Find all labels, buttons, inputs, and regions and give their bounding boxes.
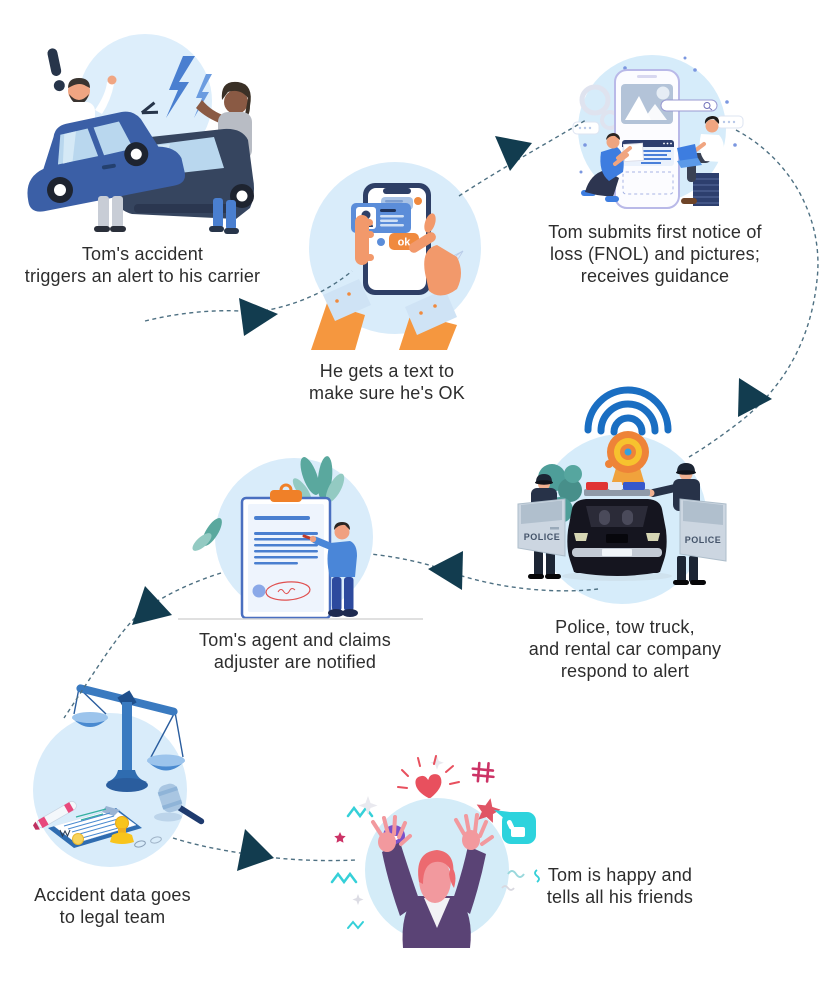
caption-line: Police, tow truck, [555,617,695,637]
ok-button-label: ok [398,237,412,249]
signature-oval [265,581,311,601]
legal-illustration [32,684,205,867]
caption-line: to legal team [59,907,166,927]
police-door-right-label: POLICE [685,535,722,545]
paperclips [134,836,162,848]
right-hand [408,213,461,296]
police-door-left-label: POLICE [524,532,561,542]
accident-illustration [27,34,254,234]
signature-mark [59,829,71,838]
sparkle-icon [358,796,378,815]
wifi-icon [584,386,672,436]
happy-illustration [330,755,540,948]
caption-line: make sure he's OK [309,383,465,403]
zigzag-icon [347,920,364,930]
agent-man [302,522,358,617]
text-check-illustration: ok [309,162,481,350]
clipboard-document [240,483,332,620]
seal-icon [72,833,84,845]
claim-form-card [622,140,674,166]
arrowhead-icon [495,136,532,171]
driver-right-legs [209,198,239,234]
caption-line: Tom is happy and [547,865,693,885]
caption-accident: Tom's accident triggers an alert to his … [5,243,280,287]
seal-dot [252,584,266,598]
left-hand [355,215,374,265]
caption-line: respond to alert [560,661,690,681]
arrowhead-icon [239,298,278,336]
arrowhead-icon [738,378,772,417]
left-hand [371,815,412,852]
caption-legal: Accident data goes to legal team [0,884,225,928]
arrowhead-icon [132,586,172,625]
pen-icon [32,800,77,830]
wave-icon [507,870,525,878]
caption-text-check: He gets a text to make sure he's OK [287,360,487,404]
kneeling-man [581,133,632,202]
caption-line: receives guidance [580,266,730,286]
police-door-right: POLICE [679,498,727,562]
caption-fnol: Tom submits first notice of loss (FNOL) … [530,221,780,287]
thumbs-up-bubble-icon [494,810,536,844]
caption-line: Accident data goes [34,885,191,905]
ok-button: ok [377,233,419,250]
caption-line: triggers an alert to his carrier [24,266,261,286]
caption-line: He gets a text to [319,361,455,381]
heart-burst-icon [397,755,460,799]
phone-mockup [614,69,680,209]
responders-illustration: POLICE POLICE [517,386,727,604]
fnol-illustration [572,55,744,209]
stamp-icon [110,816,134,844]
right-arm [399,289,457,350]
caption-line: loss (FNOL) and pictures; [549,244,761,264]
hash-icon [471,761,495,783]
caption-line: tells all his friends [546,887,694,907]
leaves-decoration [192,456,345,551]
caption-line: Tom's agent and claims [199,630,391,650]
gray-squiggle [501,885,515,891]
caption-line: adjuster are notified [213,652,377,672]
caption-responders: Police, tow truck, and rental car compan… [505,616,745,682]
exclamation-icon [47,48,65,92]
caption-happy: Tom is happy and tells all his friends [535,864,705,908]
right-hand [454,813,494,850]
sparkle-icon [352,894,364,905]
star-icon [476,798,501,823]
gavel-icon [154,783,205,825]
caption-line: Tom submits first notice of [548,222,762,242]
tiny-teal-mark [534,869,540,883]
arrowhead-icon [237,829,274,871]
happy-person [371,813,494,948]
caption-line: Tom's accident [81,244,204,264]
small-star-icon [334,832,346,843]
agent-notified-illustration [178,456,423,620]
alarm-bell-icon [605,431,649,485]
scale-pan-right [147,754,185,771]
caption-line: and rental car company [528,639,722,659]
speech-bubble-right [716,115,744,129]
search-bar [660,99,718,112]
driver-left-legs [94,196,126,232]
speech-bubble-left [572,121,600,135]
police-door-left: POLICE [517,498,566,557]
sparkle-icon [430,756,444,770]
arrowhead-icon [428,551,463,590]
caption-agent-notified: Tom's agent and claims adjuster are noti… [180,629,410,673]
zigzag-icon [330,871,358,885]
upload-placeholder [622,171,674,195]
